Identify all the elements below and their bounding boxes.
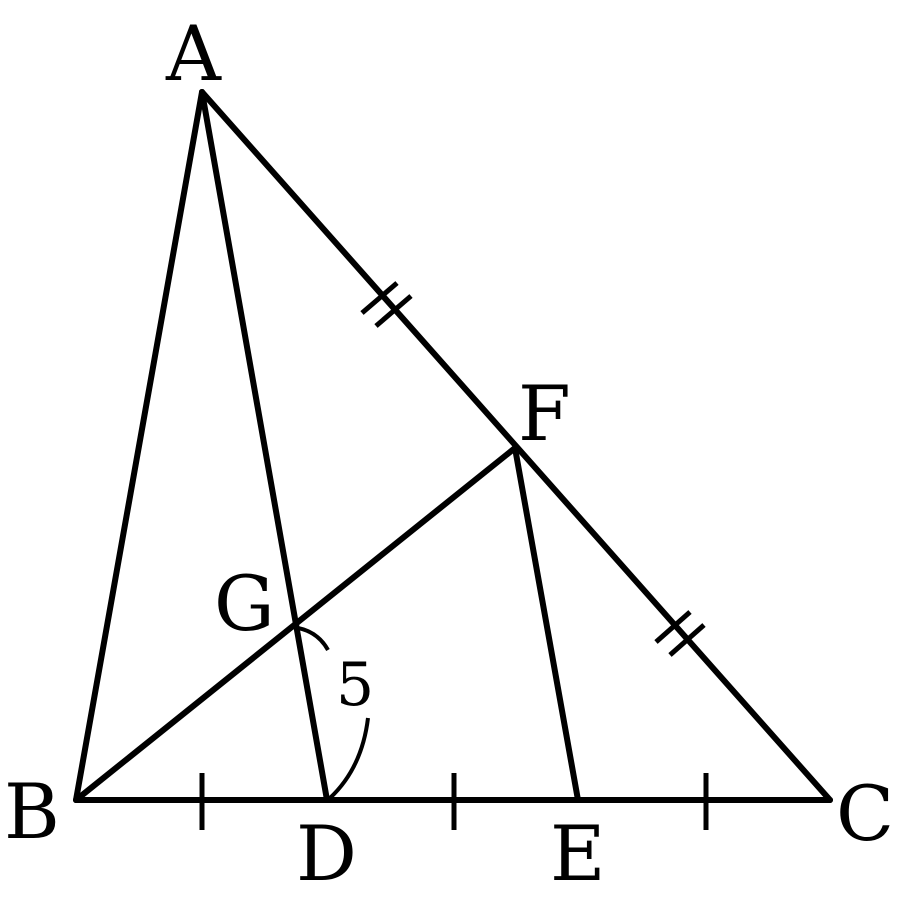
segment-FE	[512, 445, 581, 803]
measure-label-gd: 5	[336, 650, 374, 720]
segment-BF	[73, 445, 518, 803]
point-label-d: D	[296, 809, 357, 898]
point-label-f: F	[518, 369, 571, 458]
point-label-b: B	[4, 767, 60, 856]
measure-arc-bottom	[328, 717, 370, 800]
point-label-a: A	[165, 9, 222, 98]
measure-arc-top	[297, 626, 330, 652]
point-label-e: E	[550, 809, 605, 898]
segment-AD	[199, 89, 330, 803]
double-tick-mark-af	[360, 281, 413, 328]
side-AB	[73, 89, 205, 803]
point-label-g: G	[214, 559, 275, 648]
double-tick-mark-fc	[654, 610, 706, 657]
point-label-c: C	[836, 769, 894, 858]
